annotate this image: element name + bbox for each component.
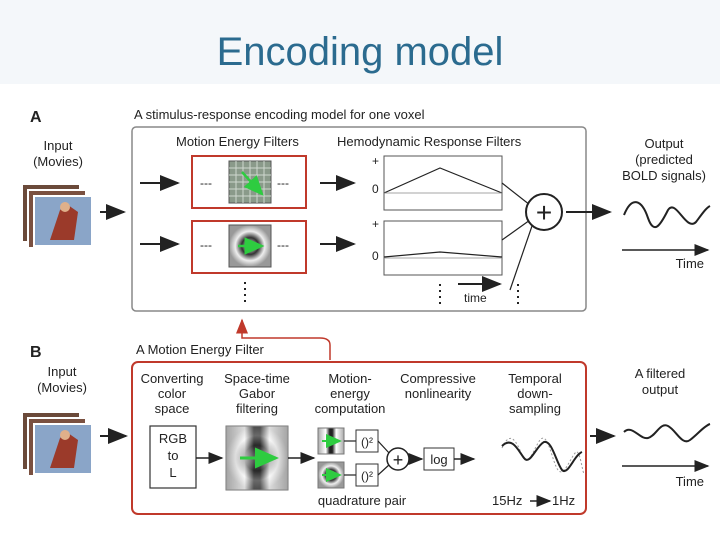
panel-a-input-line1: Input	[44, 138, 73, 153]
rgb-line1: RGB	[159, 431, 187, 446]
panel-b-movie-stack	[21, 411, 93, 477]
predicted-bold-signal	[623, 201, 711, 229]
panel-b-filter-box	[131, 361, 587, 515]
step4-line2: nonlinearity	[405, 386, 472, 401]
row1-ellipsis-right: ---	[277, 176, 289, 190]
hrf2-zero: 0	[372, 249, 379, 263]
step2-line1: Space-time	[224, 371, 290, 386]
step2-line2: Gabor	[239, 386, 276, 401]
output-line1: Output	[644, 136, 683, 151]
row1-ellipsis-left: ---	[200, 176, 212, 190]
filtered-output-line2: output	[642, 382, 679, 397]
sum-line-2	[501, 219, 531, 241]
square-box-2-label: ()²	[361, 469, 373, 483]
output-line3: BOLD signals)	[622, 168, 706, 183]
panel-b-letter: B	[30, 344, 42, 361]
output-time-label: Time	[676, 256, 704, 271]
motion-filters-header: Motion Energy Filters	[176, 134, 299, 149]
step4-line1: Compressive	[400, 371, 476, 386]
hrf-1-curve	[383, 167, 503, 194]
downsampled-signal	[501, 437, 585, 475]
step3-line1: Motion-	[328, 371, 371, 386]
panel-b-input-line2: (Movies)	[37, 380, 87, 395]
panel-b-time-label: Time	[676, 474, 704, 489]
hrf1-plus: +	[372, 154, 379, 168]
panel-a-input-line2: (Movies)	[33, 154, 83, 169]
step5-line1: Temporal	[508, 371, 562, 386]
quadrature-pair-label: quadrature pair	[318, 493, 407, 508]
hrf2-plus: +	[372, 217, 379, 231]
panel-a-letter: A	[30, 109, 42, 126]
sum-node	[525, 193, 563, 231]
freq-from-label: 15Hz	[492, 493, 522, 508]
step5-line2: down-	[517, 386, 552, 401]
panel-b-input-line1: Input	[48, 364, 77, 379]
step5-line3: sampling	[509, 401, 561, 416]
hrf1-zero: 0	[372, 182, 379, 196]
gabor-filter-image	[225, 425, 289, 491]
rgb-line3: L	[169, 465, 176, 480]
panel-b-caption: A Motion Energy Filter	[136, 342, 265, 357]
energy-sum-symbol: +	[393, 450, 404, 470]
motion-filter-1-frame	[191, 155, 307, 209]
panel-a-caption: A stimulus-response encoding model for o…	[134, 107, 425, 122]
time-label: time	[464, 291, 487, 305]
hrf-1-box	[383, 155, 503, 211]
hrf-2-box	[383, 220, 503, 276]
hrf-header: Hemodynamic Response Filters	[337, 134, 522, 149]
step3-line2: energy	[330, 386, 370, 401]
step1-line3: space	[155, 401, 190, 416]
step1-line2: color	[158, 386, 187, 401]
quadrature-filter-2	[317, 461, 345, 489]
title-bar	[0, 0, 720, 84]
step1-line1: Converting	[141, 371, 204, 386]
hrf-2-curve	[383, 251, 503, 258]
panel-a-model-box	[131, 126, 587, 312]
sum-line-3	[509, 225, 533, 291]
sum-node-symbol: +	[536, 197, 552, 228]
freq-to-label: 1Hz	[552, 493, 575, 508]
rgb-line2: to	[168, 448, 179, 463]
row2-ellipsis-left: ---	[200, 238, 212, 252]
filtered-output-line1: A filtered	[635, 366, 686, 381]
filter-link-arrow	[236, 318, 331, 360]
slide-title: Encoding model	[216, 30, 504, 74]
output-line2: (predicted	[635, 152, 693, 167]
filtered-output-signal	[623, 423, 711, 443]
step2-line3: filtering	[236, 401, 278, 416]
panel-a-movie-stack	[21, 183, 93, 249]
row2-ellipsis-right: ---	[277, 238, 289, 252]
log-label: log	[430, 452, 447, 467]
square-box-1-label: ()²	[361, 435, 373, 449]
sum-line-1	[501, 182, 531, 206]
quadrature-filter-1	[317, 427, 345, 455]
motion-filter-1-image	[228, 160, 272, 204]
motion-filter-2-image	[228, 224, 272, 268]
step3-line3: computation	[315, 401, 386, 416]
motion-filter-2-frame	[191, 220, 307, 274]
rgb-to-l-box	[149, 425, 197, 489]
